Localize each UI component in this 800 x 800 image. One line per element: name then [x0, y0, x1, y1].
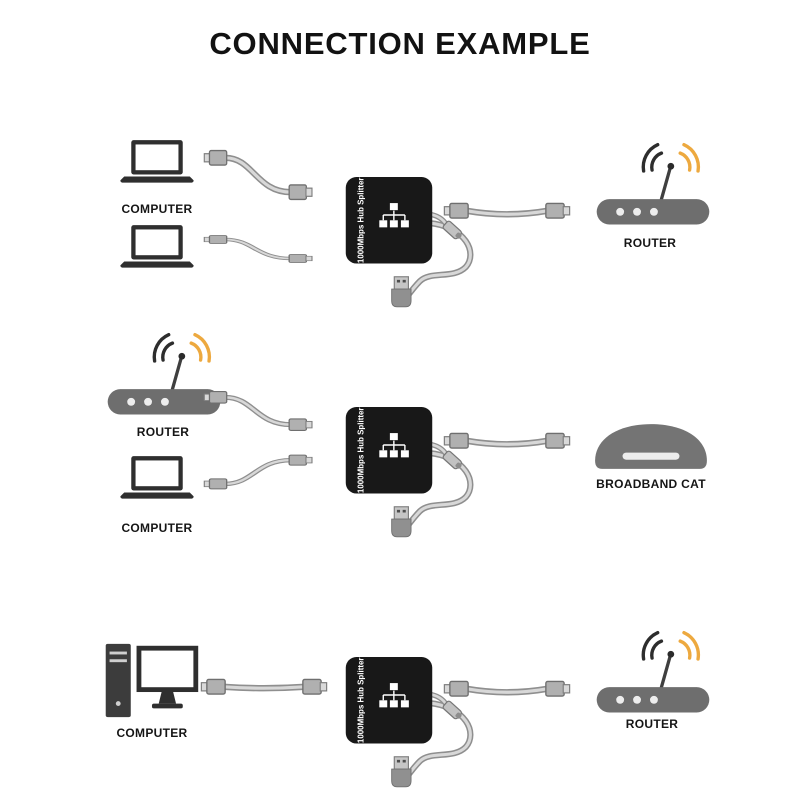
broadband-cat-icon: [590, 416, 712, 475]
wifi-signal-icon: [641, 631, 701, 689]
hub-splitter-icon: [379, 433, 409, 458]
laptop-icon: [118, 455, 196, 502]
rj45-connector-icon: [545, 680, 571, 697]
rj45-connector-icon: [200, 678, 226, 695]
splitter-device: 1000Mbps Hub Splitter: [344, 650, 494, 800]
laptop-icon: [118, 139, 196, 186]
computer-label: COMPUTER: [116, 726, 188, 740]
hub-splitter-icon: [379, 203, 409, 228]
usb-a-plug-icon: [391, 276, 412, 308]
ethernet-cable: [203, 233, 315, 265]
ethernet-cable: [443, 198, 571, 225]
splitter-label: 1000Mbps Hub Splitter: [356, 658, 365, 744]
rj45-connector-icon: [443, 680, 469, 697]
usb-a-plug-icon: [391, 756, 412, 788]
broadband-cat-label: BROADBAND CAT: [596, 477, 706, 491]
computer-label: COMPUTER: [121, 521, 193, 535]
ethernet-cable: [200, 674, 328, 701]
splitter-label: 1000Mbps Hub Splitter: [356, 408, 365, 494]
usb-c-plug-icon: [442, 700, 462, 720]
splitter-device: 1000Mbps Hub Splitter: [344, 400, 494, 554]
ethernet-cable: [203, 452, 315, 492]
rj45-connector-icon: [288, 184, 313, 201]
ethernet-cable: [203, 388, 315, 434]
router-icon: [592, 140, 714, 234]
rj45-connector-icon: [288, 254, 313, 263]
usb-a-plug-icon: [391, 506, 412, 538]
usb-c-plug-icon: [442, 450, 462, 470]
rj45-connector-icon: [203, 235, 228, 244]
laptop-icon: [118, 224, 196, 271]
desktop-computer-icon: [98, 640, 204, 729]
router-label: ROUTER: [625, 717, 679, 731]
rj45-connector-icon: [288, 418, 313, 431]
ethernet-cable: [203, 146, 315, 204]
rj45-connector-icon: [203, 149, 228, 166]
router-icon: [592, 628, 714, 722]
rj45-connector-icon: [443, 432, 469, 449]
rj45-connector-icon: [443, 202, 469, 219]
rj45-connector-icon: [288, 454, 313, 466]
wifi-signal-icon: [641, 143, 701, 201]
rj45-connector-icon: [203, 478, 228, 490]
rj45-connector-icon: [545, 202, 571, 219]
usb-c-plug-icon: [442, 220, 462, 240]
wifi-signal-icon: [152, 333, 212, 391]
ethernet-cable: [443, 676, 571, 703]
rj45-connector-icon: [302, 678, 328, 695]
router-icon: [103, 330, 225, 424]
rj45-connector-icon: [203, 391, 228, 404]
hub-splitter-icon: [379, 683, 409, 708]
router-label: ROUTER: [623, 236, 677, 250]
splitter-label: 1000Mbps Hub Splitter: [356, 178, 365, 264]
splitter-device: 1000Mbps Hub Splitter: [344, 170, 494, 324]
rj45-connector-icon: [545, 432, 571, 449]
router-label: ROUTER: [136, 425, 190, 439]
ethernet-cable: [443, 428, 571, 455]
page-title: CONNECTION EXAMPLE: [209, 26, 591, 61]
computer-label: COMPUTER: [121, 202, 193, 216]
